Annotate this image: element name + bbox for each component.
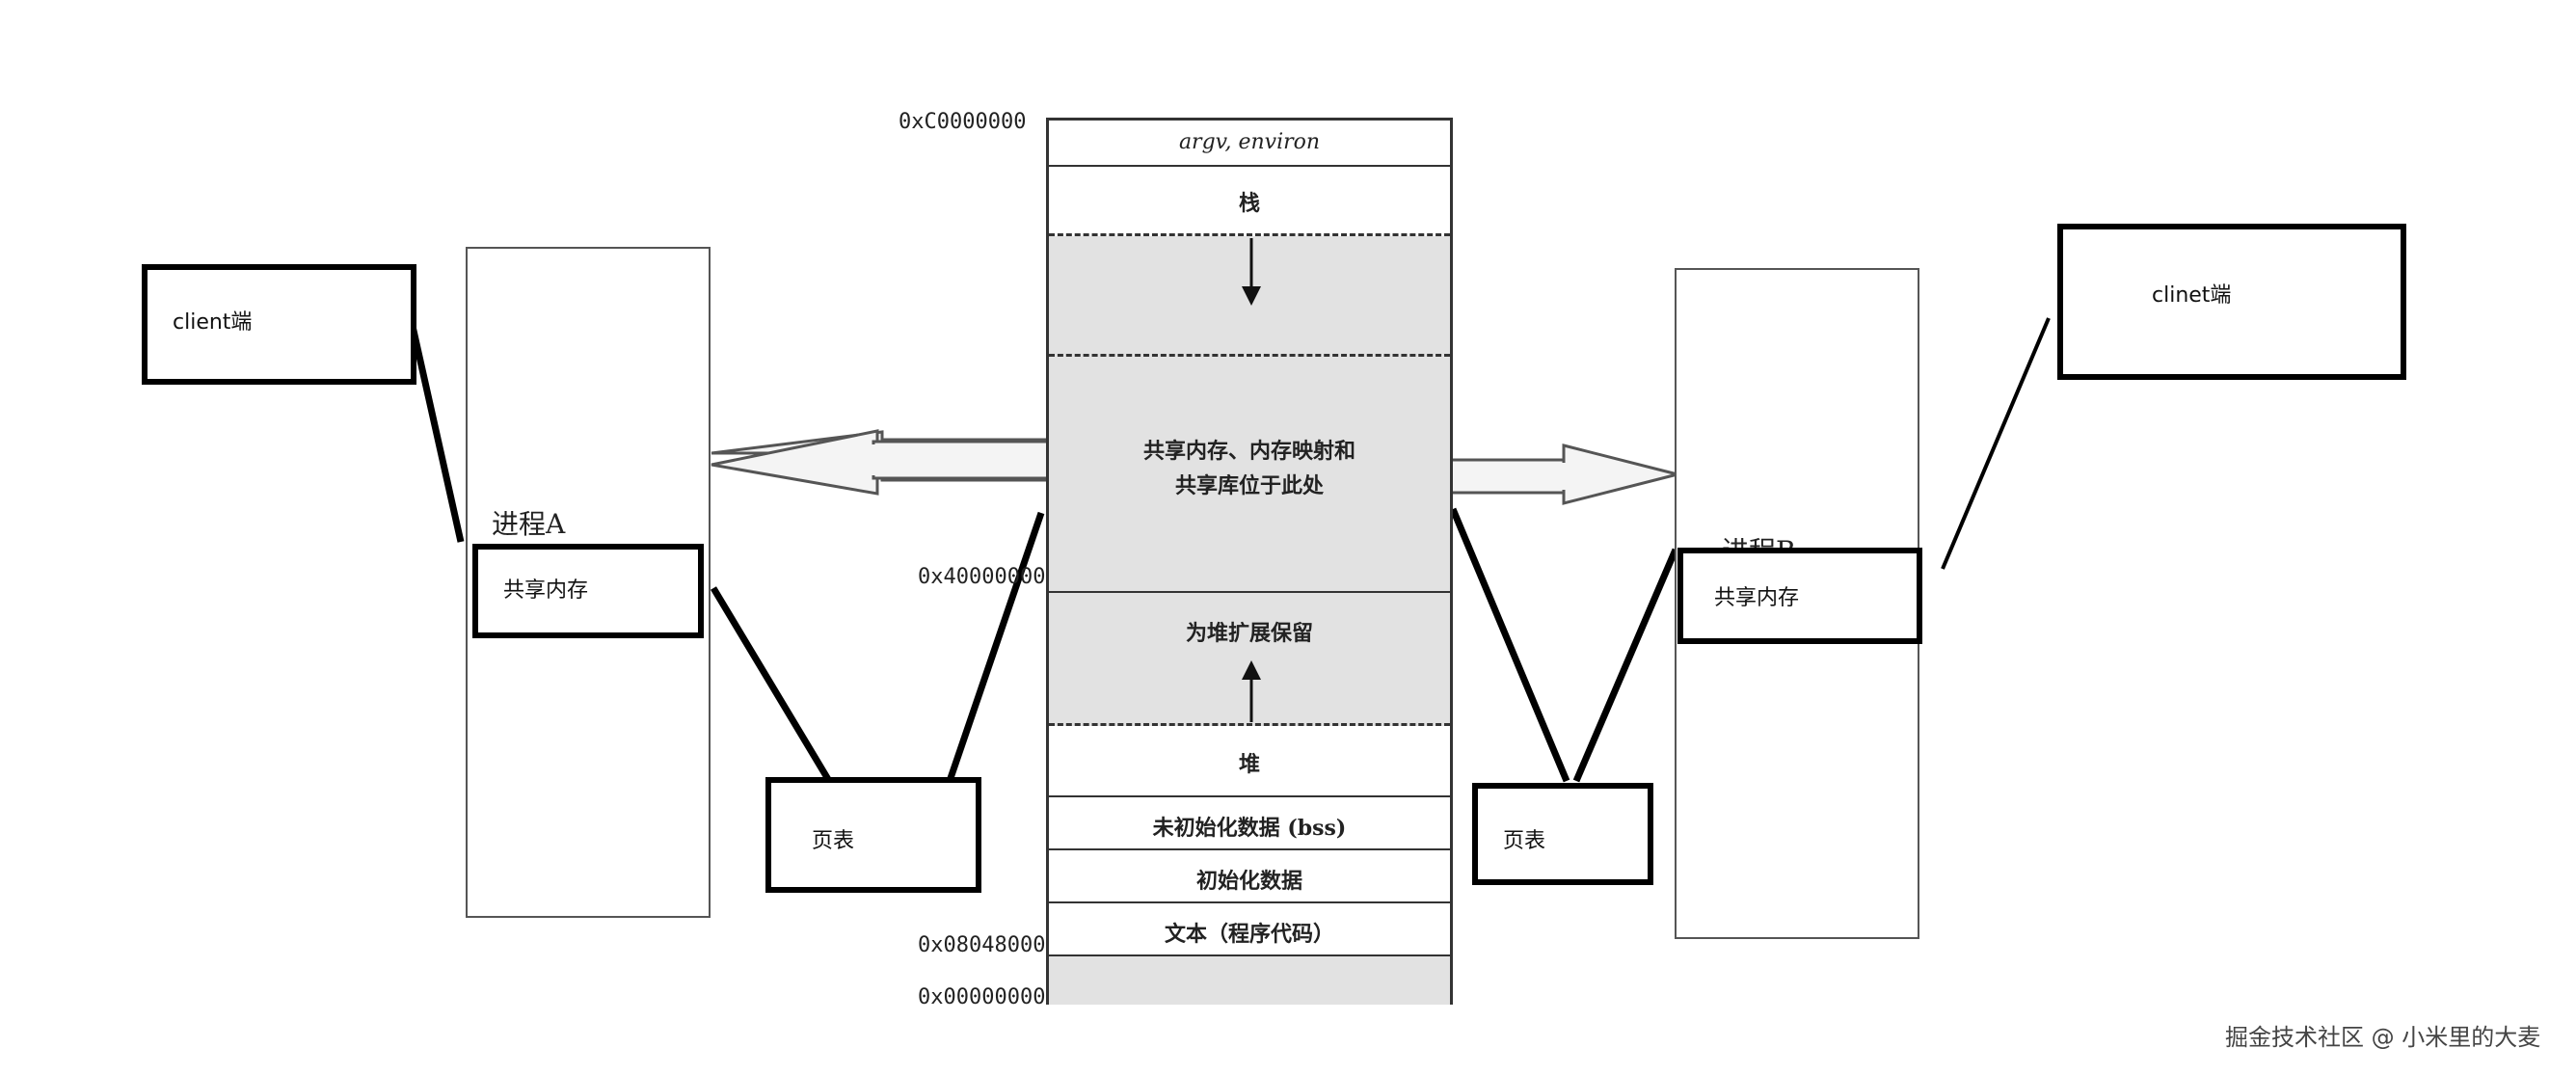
client-right-box: clinet端 xyxy=(2057,224,2406,380)
segment-argv-label: argv, environ xyxy=(1178,130,1321,154)
page-table-left: 页表 xyxy=(765,777,981,893)
address-40000000: 0x40000000 xyxy=(918,565,1046,589)
segment-text-label: 文本（程序代码） xyxy=(1164,922,1334,947)
client-right-label: clinet端 xyxy=(2152,283,2232,308)
connector-pagetable-memory-left xyxy=(946,511,1045,783)
page-table-right: 页表 xyxy=(1472,783,1653,885)
client-left-label: client端 xyxy=(173,310,253,335)
segment-data: 初始化数据 xyxy=(1049,850,1450,903)
segment-heap-reserve: 为堆扩展保留 xyxy=(1049,593,1450,726)
page-table-right-label: 页表 xyxy=(1503,829,1546,853)
segment-heap-label: 堆 xyxy=(1238,752,1260,777)
connector-client-b xyxy=(1941,317,2051,570)
segment-stack-label: 栈 xyxy=(1238,191,1260,216)
arrow-down-icon xyxy=(1242,238,1261,306)
address-00000000: 0x00000000 xyxy=(918,985,1046,1009)
segment-argv: argv, environ xyxy=(1049,121,1450,167)
hollow-arrow-left-head xyxy=(711,429,879,496)
page-table-left-label: 页表 xyxy=(812,829,855,853)
hollow-arrow-right-head xyxy=(1562,443,1678,505)
connector-client-a xyxy=(406,312,465,543)
connector-shared-a-pagetable xyxy=(710,586,833,783)
watermark: 掘金技术社区 @ 小米里的大麦 xyxy=(2225,1024,2541,1051)
connector-memory-pagetable-right xyxy=(1449,507,1570,783)
arrow-up-icon xyxy=(1242,660,1261,722)
process-b-shared-label: 共享内存 xyxy=(1714,586,1800,610)
segment-bss: 未初始化数据 (bss) xyxy=(1049,797,1450,850)
segment-bss-label: 未初始化数据 (bss) xyxy=(1152,816,1347,841)
hollow-arrow-right-shaft xyxy=(1447,458,1570,495)
segment-mmap-line1: 共享内存、内存映射和 xyxy=(1142,439,1355,464)
segment-mmap-line2: 共享库位于此处 xyxy=(1174,473,1324,498)
segment-reserved-low xyxy=(1049,956,1450,1005)
process-a-title: 进程A xyxy=(492,508,566,540)
segment-heap: 堆 xyxy=(1049,726,1450,797)
segment-stack: 栈 xyxy=(1049,167,1450,236)
address-08048000: 0x08048000 xyxy=(918,933,1046,957)
process-b-shared-memory: 共享内存 xyxy=(1677,548,1922,644)
hollow-arrow-left-shaft xyxy=(872,440,1051,480)
client-left-box: client端 xyxy=(142,264,416,385)
segment-stack-growth xyxy=(1049,236,1450,357)
address-c0000000: 0xC0000000 xyxy=(899,110,1027,134)
segment-mmap: 共享内存、内存映射和 共享库位于此处 xyxy=(1049,357,1450,593)
segment-heap-reserve-label: 为堆扩展保留 xyxy=(1185,621,1313,646)
process-a-shared-label: 共享内存 xyxy=(503,578,589,603)
segment-text: 文本（程序代码） xyxy=(1049,903,1450,956)
connector-pagetable-shared-b xyxy=(1572,548,1679,783)
segment-data-label: 初始化数据 xyxy=(1195,869,1302,894)
memory-map: argv, environ 栈 共享内存、内存映射和 共享库位于此处 为堆扩展保… xyxy=(1046,118,1453,1005)
process-a-shared-memory: 共享内存 xyxy=(472,544,704,638)
